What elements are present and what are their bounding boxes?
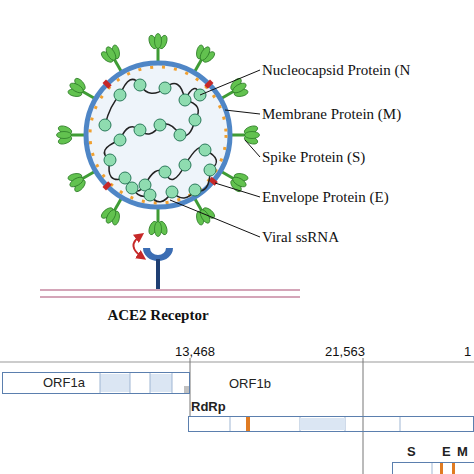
genome-axis (0, 362, 474, 363)
part-label: Membrane Protein (M) (262, 105, 401, 123)
envelope-protein (204, 79, 213, 88)
membrane-line (40, 289, 300, 291)
segment-divider (150, 373, 151, 393)
spike-proteins (57, 34, 260, 237)
nucleocapsid-bead (166, 186, 178, 198)
nucleocapsid-bead (134, 124, 146, 136)
nucleocapsid-bead (159, 82, 171, 94)
gene-label: E (442, 444, 451, 459)
nucleocapsid-bead (104, 154, 116, 166)
gene-segment (300, 418, 345, 430)
viral-rna (104, 79, 216, 201)
nucleocapsid-bead (154, 119, 166, 131)
gene-box: ORF1a (2, 372, 190, 394)
nucleocapsid-bead (199, 144, 211, 156)
gene-segment (150, 374, 172, 392)
gene-box: ORF1bRdRp (188, 416, 474, 432)
part-label: Envelope Protein (E) (262, 188, 389, 206)
segment-dividers (100, 373, 432, 474)
leader-line (225, 110, 260, 114)
genome-map (0, 358, 474, 474)
viral-envelope (86, 63, 230, 207)
nucleocapsid-bead (204, 164, 216, 176)
spike-protein (147, 34, 168, 64)
gene-label: S (407, 444, 416, 459)
leader-lines (170, 70, 260, 237)
gene-segment (2, 372, 190, 394)
nucleocapsid-bead (159, 166, 171, 178)
nucleocapsid-bead (126, 182, 138, 194)
spike-protein (57, 124, 87, 145)
nucleocapsid-bead (189, 114, 201, 126)
leader-line (245, 140, 260, 157)
position-number: 13,468 (175, 343, 215, 361)
spike-protein (230, 124, 260, 145)
segment-divider (100, 373, 101, 393)
segment-divider (400, 417, 401, 431)
gene-label: RdRp (191, 399, 226, 414)
rdrp-mark (246, 417, 250, 431)
envelope-protein (102, 79, 111, 88)
segment-divider (130, 373, 131, 393)
leader-line (170, 200, 260, 237)
nucleocapsid-bead (179, 94, 191, 106)
receptor-stem (156, 259, 160, 291)
gene-label: ORF1a (43, 375, 85, 390)
nucleocapsid-bead (174, 129, 186, 141)
gene-mark (440, 463, 443, 474)
nucleocapsid-proteins (99, 79, 216, 201)
part-label: Nucleocapsid Protein (N (262, 61, 410, 79)
nucleocapsid-bead (99, 119, 111, 131)
nucleocapsid-bead (134, 79, 146, 91)
part-label: ACE2 Receptor (107, 306, 208, 324)
spike-protein (147, 207, 168, 237)
segment-divider (230, 417, 231, 431)
gene-label: ORF1b (229, 376, 271, 391)
ace2-receptor (143, 248, 173, 291)
binding-arrow (133, 236, 142, 257)
nucleocapsid-bead (114, 89, 126, 101)
membrane-line (40, 296, 300, 298)
segment-divider (172, 373, 173, 393)
cell-membrane (40, 290, 300, 297)
nucleocapsid-bead (144, 189, 156, 201)
part-label: Viral ssRNA (262, 228, 339, 246)
envelope-protein (102, 181, 111, 190)
gene-mark (452, 463, 455, 474)
nucleocapsid-bead (179, 159, 191, 171)
segment-divider (432, 463, 433, 474)
position-number: 1 (464, 343, 471, 361)
envelope-proteins (102, 79, 217, 190)
gene-box: SEM (392, 462, 474, 474)
nucleocapsid-bead (189, 184, 201, 196)
gene-segment (100, 374, 130, 392)
leader-line (215, 183, 260, 197)
leader-line (200, 70, 260, 95)
part-label: Spike Protein (S) (262, 148, 365, 166)
position-number: 21,563 (325, 343, 365, 361)
nucleocapsid-bead (114, 134, 126, 146)
gene-label: M (457, 444, 468, 459)
rna-strand (104, 79, 216, 201)
membrane-proteins (90, 67, 226, 203)
